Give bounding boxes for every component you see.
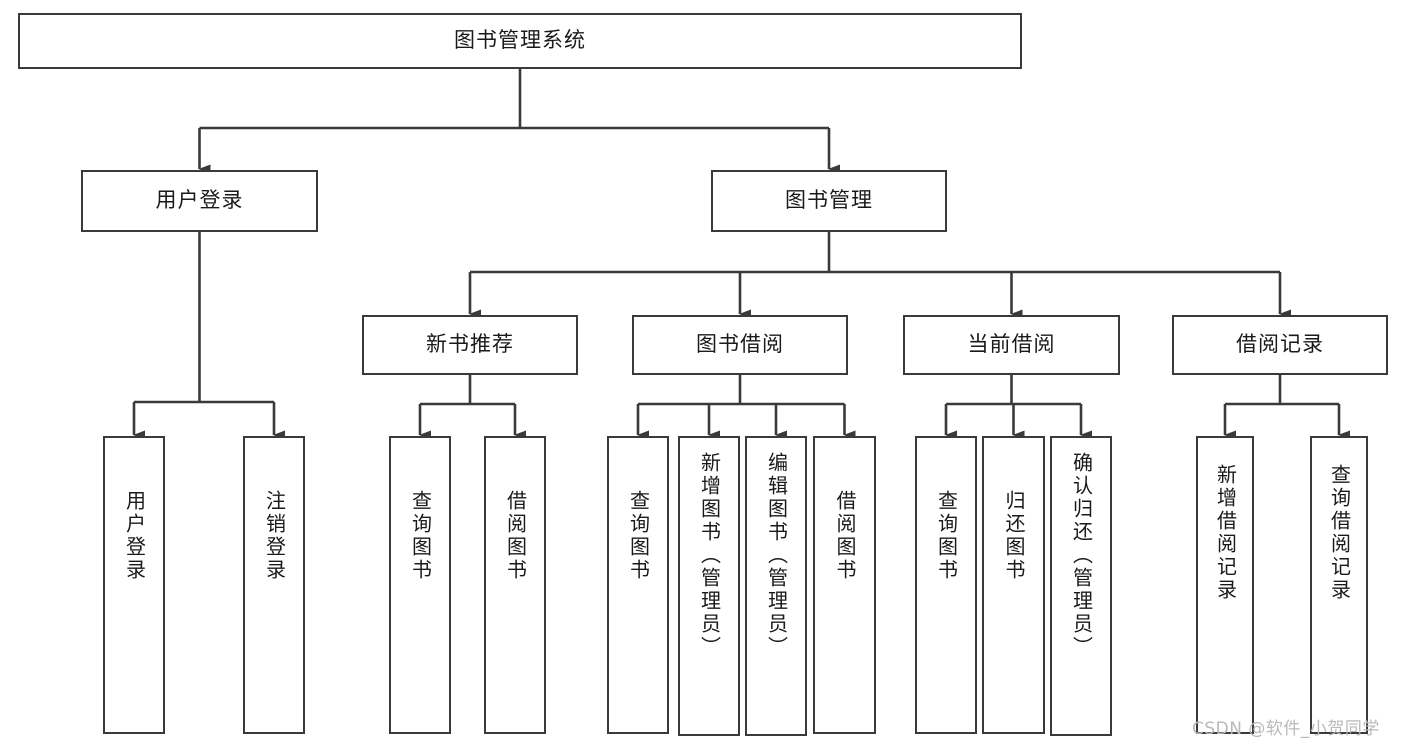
node-leaf-edit-book[interactable]: 编辑图书（管理员） [745,436,807,736]
node-leaf-user-login-label: 用户登录 [122,490,147,582]
node-leaf-add-record[interactable]: 新增借阅记录 [1196,436,1254,734]
node-leaf-borrow-book[interactable]: 借阅图书 [813,436,876,734]
node-leaf-add-record-label: 新增借阅记录 [1213,464,1238,602]
node-leaf-return-book-label: 归还图书 [1002,490,1026,582]
node-leaf-query-book-rec[interactable]: 查询图书 [389,436,451,734]
node-leaf-borrow-book-rec-label: 借阅图书 [503,490,528,582]
node-leaf-logout[interactable]: 注销登录 [243,436,305,734]
node-leaf-query-record-label: 查询借阅记录 [1327,464,1352,602]
node-leaf-query-book-cur-label: 查询图书 [934,490,959,582]
node-leaf-user-login[interactable]: 用户登录 [103,436,165,734]
node-leaf-borrow-book-label: 借阅图书 [833,490,857,582]
node-user-login-label: 用户登录 [155,188,244,213]
node-book-manage[interactable]: 图书管理 [711,170,947,232]
node-leaf-query-book-borrow[interactable]: 查询图书 [607,436,669,734]
node-new-book-rec-label: 新书推荐 [426,332,514,357]
node-new-book-rec[interactable]: 新书推荐 [362,315,578,375]
node-root[interactable]: 图书管理系统 [18,13,1022,69]
node-root-label: 图书管理系统 [454,28,586,53]
csdn-watermark: CSDN @软件_小贺同学 [1192,719,1380,739]
node-leaf-query-book-borrow-label: 查询图书 [626,490,651,582]
node-leaf-return-book[interactable]: 归还图书 [982,436,1045,734]
node-user-login[interactable]: 用户登录 [81,170,318,232]
node-leaf-query-record[interactable]: 查询借阅记录 [1310,436,1368,734]
node-leaf-confirm-return[interactable]: 确认归还（管理员） [1050,436,1112,736]
node-leaf-add-book[interactable]: 新增图书（管理员） [678,436,740,736]
node-book-manage-label: 图书管理 [785,188,873,213]
node-current-borrow[interactable]: 当前借阅 [903,315,1120,375]
node-leaf-query-book-rec-label: 查询图书 [408,490,433,582]
node-leaf-confirm-return-label: 确认归还（管理员） [1069,452,1094,659]
node-borrow-record[interactable]: 借阅记录 [1172,315,1388,375]
node-current-borrow-label: 当前借阅 [967,332,1056,357]
node-book-borrow[interactable]: 图书借阅 [632,315,848,375]
node-book-borrow-label: 图书借阅 [696,332,784,357]
node-leaf-add-book-label: 新增图书（管理员） [697,452,722,659]
node-leaf-edit-book-label: 编辑图书（管理员） [764,452,789,659]
node-leaf-borrow-book-rec[interactable]: 借阅图书 [484,436,546,734]
node-leaf-logout-label: 注销登录 [262,490,287,582]
connector-lines [132,69,1350,440]
node-borrow-record-label: 借阅记录 [1236,332,1324,357]
node-leaf-query-book-cur[interactable]: 查询图书 [915,436,977,734]
